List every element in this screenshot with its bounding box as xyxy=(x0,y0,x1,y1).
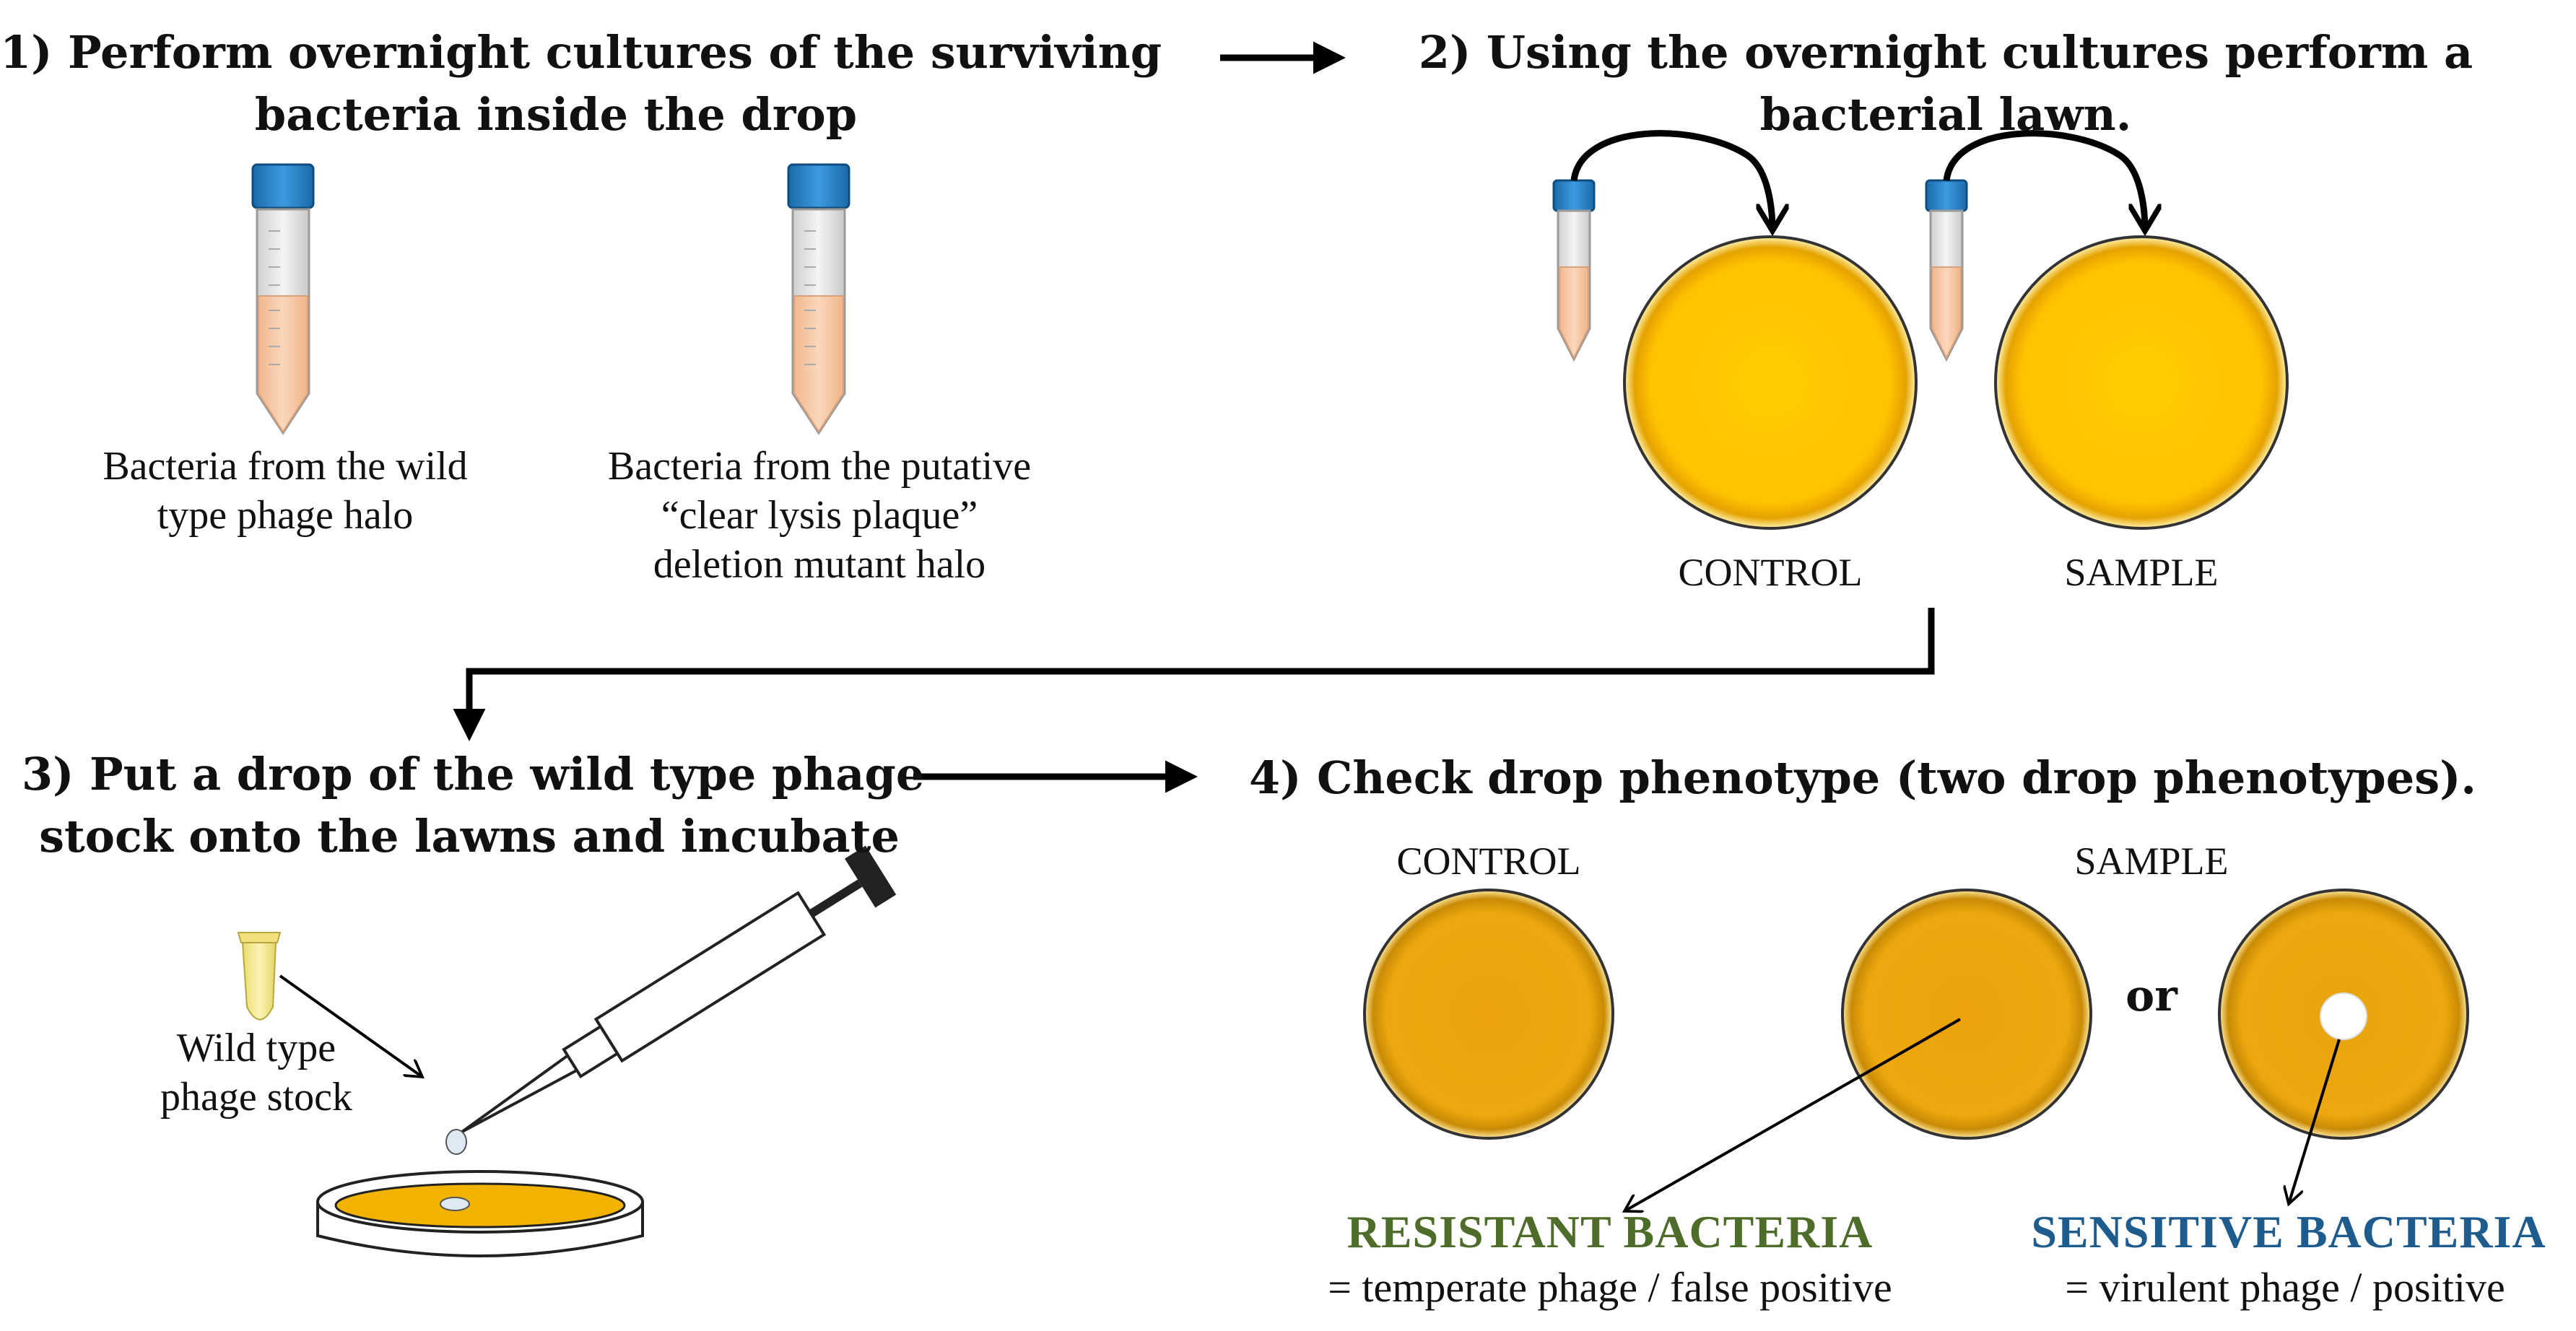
resistant-bacteria-subtitle: = temperate phage / false positive xyxy=(1328,1264,1892,1311)
culture-tube-mutant xyxy=(787,163,850,435)
resistant-bacteria-title: RESISTANT BACTERIA xyxy=(1346,1206,1874,1257)
step1-heading: 1) Perform overnight cultures of the sur… xyxy=(0,22,1162,146)
small-tube-control xyxy=(1552,179,1596,362)
or-label: or xyxy=(2125,971,2177,1021)
plate-label-control: CONTROL xyxy=(1678,551,1863,594)
step3-heading-line2: stock onto the lawns and incubate xyxy=(39,810,900,863)
phage-stock-tube xyxy=(237,932,282,1021)
tube-label-wild-type: Bacteria from the wild type phage halo xyxy=(65,442,505,540)
phage-stock-label-line1: Wild type xyxy=(176,1026,336,1070)
tube-label-wild-type-line2: type phage halo xyxy=(157,493,414,538)
result-label-sample: SAMPLE xyxy=(2074,839,2229,883)
step2-heading: 2) Using the overnight cultures perform … xyxy=(1383,22,2509,146)
step3-heading: 3) Put a drop of the wild type phage sto… xyxy=(22,743,925,868)
tube-label-mutant-line3: deletion mutant halo xyxy=(653,542,986,587)
step2-heading-line2: bacterial lawn. xyxy=(1759,88,2132,141)
connector-step2-to-step3 xyxy=(453,608,1935,741)
petri-dish xyxy=(316,1170,644,1257)
pipette-syringe xyxy=(461,845,897,1133)
lawn-plate-sample xyxy=(1994,235,2289,530)
phage-droplet xyxy=(445,1129,467,1155)
culture-tube-wild-type xyxy=(251,163,315,435)
tube-label-wild-type-line1: Bacteria from the wild xyxy=(103,444,468,489)
tube-label-mutant: Bacteria from the putative “clear lysis … xyxy=(570,442,1069,589)
resistant-pointer-arrow xyxy=(1624,1018,1961,1211)
plate-label-sample: SAMPLE xyxy=(2064,551,2219,594)
step1-heading-line1: 1) Perform overnight cultures of the sur… xyxy=(0,26,1162,79)
phage-stock-arrow xyxy=(279,974,422,1077)
sensitive-bacteria-subtitle: = virulent phage / positive xyxy=(2065,1264,2505,1311)
phage-stock-label: Wild type phage stock xyxy=(130,1024,383,1122)
phage-stock-label-line2: phage stock xyxy=(160,1075,352,1120)
lawn-plate-control xyxy=(1623,235,1918,530)
result-plate-resistant xyxy=(1841,889,2092,1140)
tube-label-mutant-line2: “clear lysis plaque” xyxy=(661,493,978,538)
step4-heading: 4) Check drop phenotype (two drop phenot… xyxy=(1248,751,2477,804)
sensitive-pointer-arrow xyxy=(2289,1039,2341,1204)
step1-heading-line2: bacteria inside the drop xyxy=(254,88,858,141)
step3-heading-line1: 3) Put a drop of the wild type phage xyxy=(22,748,925,800)
result-label-control: CONTROL xyxy=(1396,839,1581,883)
step2-heading-line1: 2) Using the overnight cultures perform … xyxy=(1418,26,2473,79)
small-tube-sample xyxy=(1925,179,1968,362)
curved-arrow-to-control xyxy=(1570,130,1772,231)
result-plate-control xyxy=(1363,889,1614,1140)
sensitive-bacteria-title: SENSITIVE BACTERIA xyxy=(2031,1206,2546,1257)
tube-label-mutant-line1: Bacteria from the putative xyxy=(607,444,1032,489)
curved-arrow-to-sample xyxy=(1943,130,2145,231)
clear-lysis-plaque xyxy=(2320,992,2367,1040)
